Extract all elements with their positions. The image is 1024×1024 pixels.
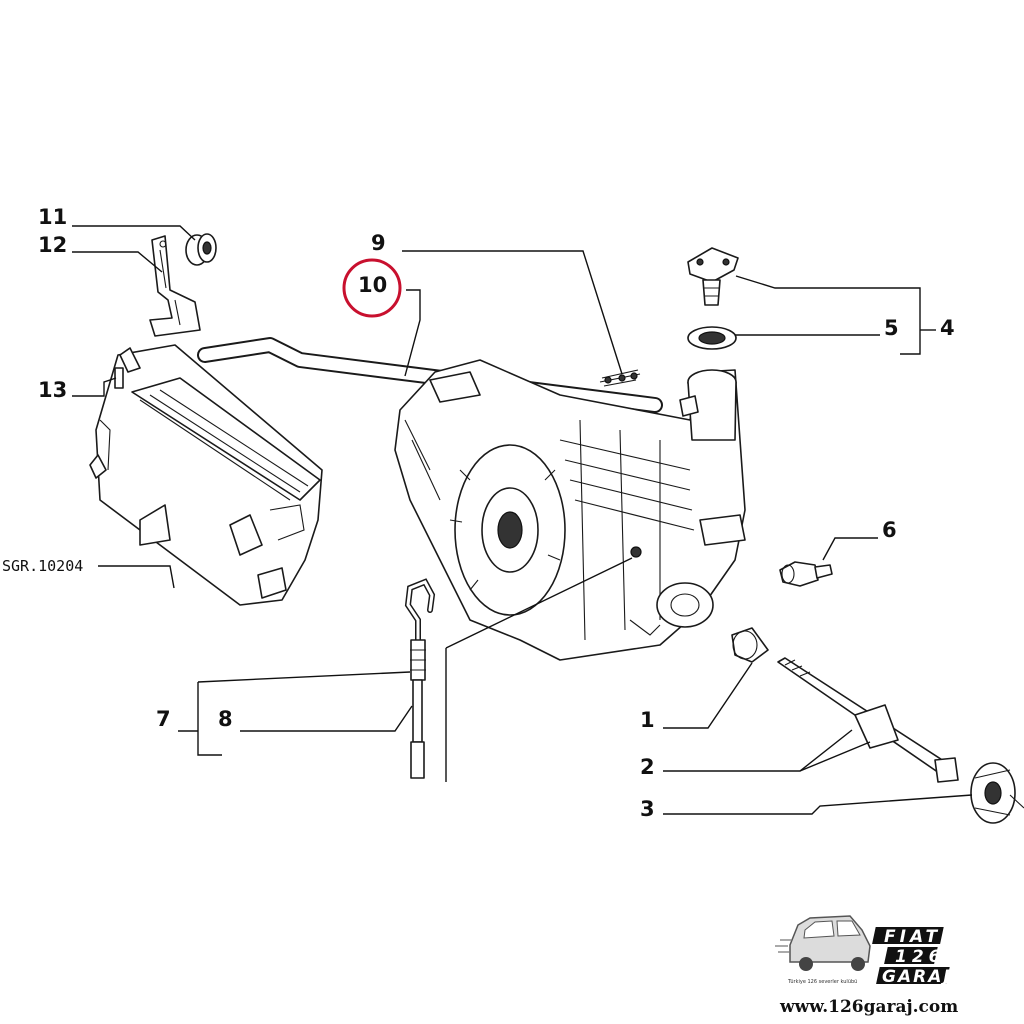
callout-9: 9 <box>371 231 386 255</box>
callout-4: 4 <box>940 316 955 340</box>
reference-code: SGR.10204 <box>2 557 83 575</box>
callout-13: 13 <box>38 378 67 402</box>
website-url: www.126garaj.com <box>779 997 958 1017</box>
speedometer-drive-bush <box>731 627 769 663</box>
logo-tagline: Türkiye 126 severler kulübü <box>787 979 857 985</box>
logo-line-2: 126 <box>895 947 946 967</box>
callout-12: 12 <box>38 233 67 257</box>
logo-line-3: GARAJ <box>882 967 952 987</box>
leader-lines <box>72 225 973 815</box>
callout-8: 8 <box>218 707 233 731</box>
reverse-light-switch <box>779 561 833 587</box>
callout-1: 1 <box>640 708 655 732</box>
battery-box <box>89 344 323 606</box>
filler-cap <box>687 247 739 306</box>
callout-3: 3 <box>640 797 655 821</box>
drive-gear <box>970 762 1024 824</box>
callout-6: 6 <box>882 518 897 542</box>
hose-clamp <box>599 369 641 387</box>
callout-11: 11 <box>38 205 67 229</box>
callout-7: 7 <box>156 707 171 731</box>
speedometer-drive-shaft <box>777 657 959 783</box>
logo-line-1: FIAT <box>884 927 941 947</box>
gearbox-housing <box>394 359 746 661</box>
support-bracket <box>149 235 201 337</box>
dipstick <box>404 578 436 779</box>
car-illustration <box>775 915 871 971</box>
highlight-ring <box>342 258 402 318</box>
callout-5: 5 <box>884 316 899 340</box>
seal-washer <box>687 326 737 350</box>
callout-10: 10 <box>358 273 387 297</box>
rubber-bush <box>185 233 217 266</box>
fiat-126-garaj-logo: FIAT 126 GARAJ Türkiye 126 severler kulü… <box>775 915 958 1017</box>
clip-13 <box>114 367 124 389</box>
callout-2: 2 <box>640 755 655 779</box>
